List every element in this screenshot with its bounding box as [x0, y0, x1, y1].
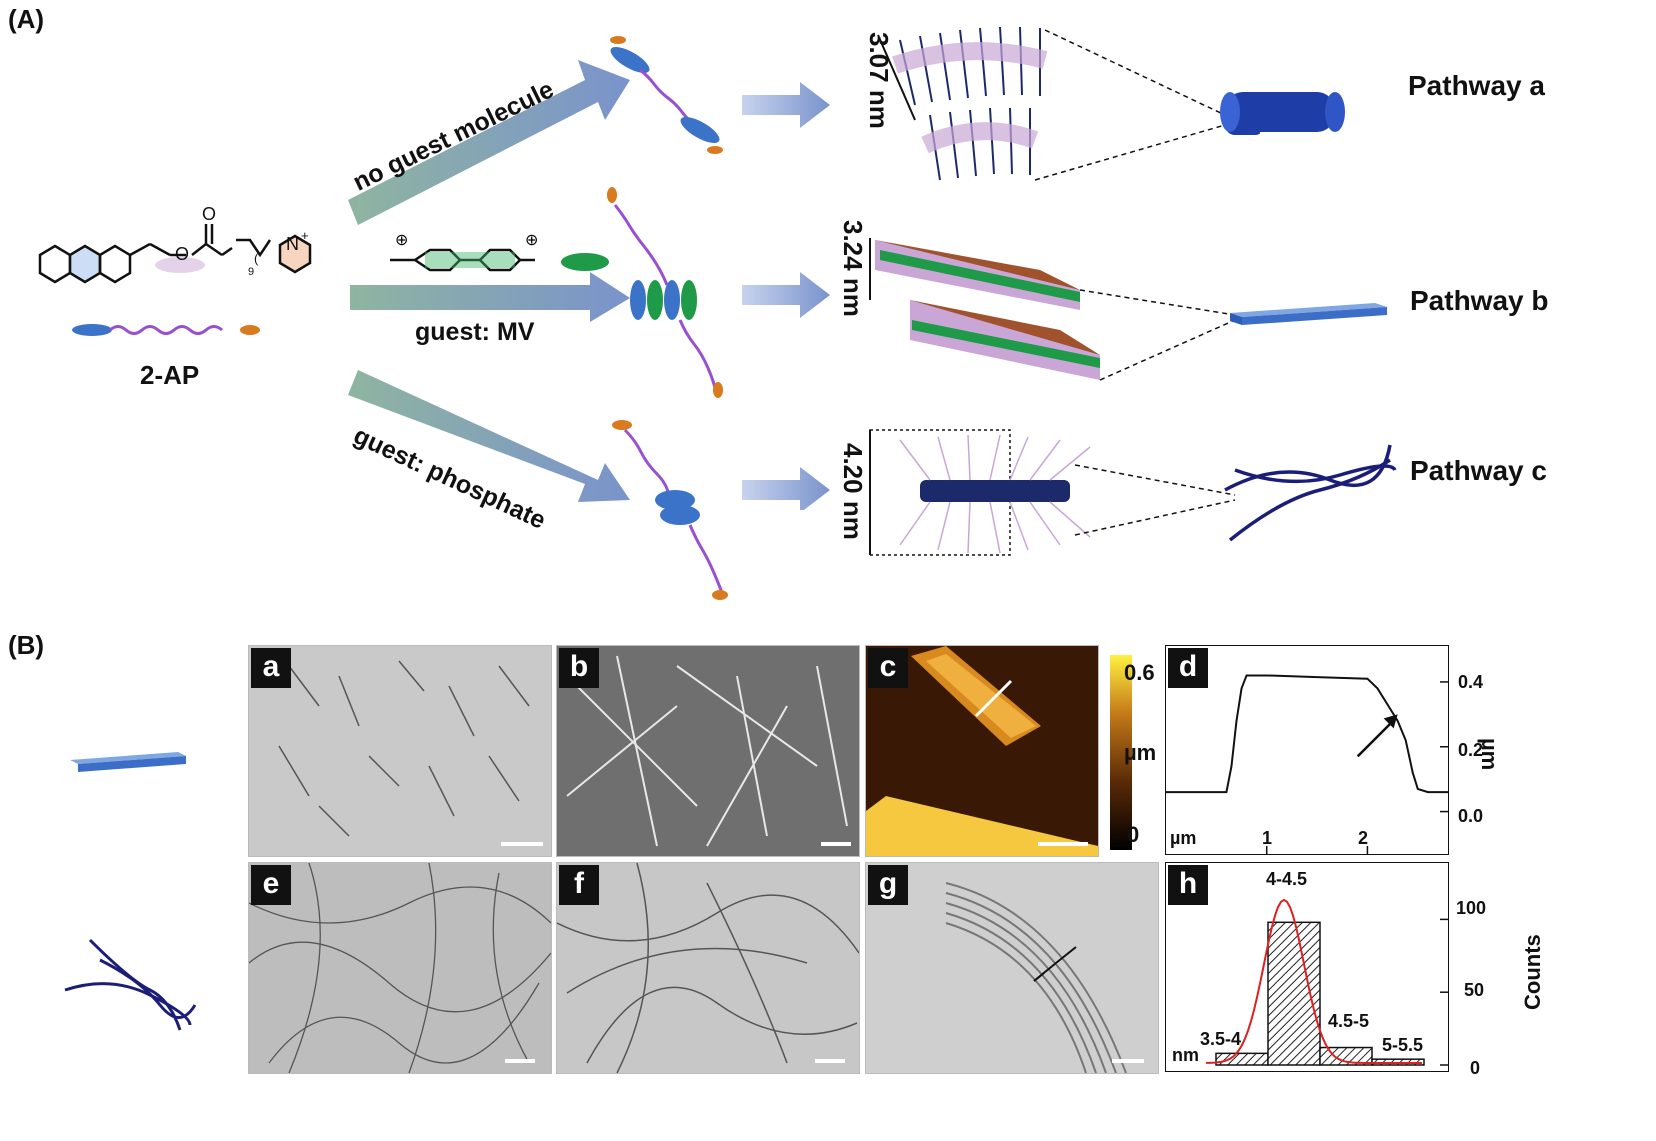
- bilayer-a-illustration: [877, 26, 1260, 181]
- h-cat-5-5-5: 5-5.5: [1382, 1035, 1424, 1055]
- h-cat-4-5-5: 4.5-5: [1328, 1011, 1370, 1031]
- route-label-mv: guest: MV: [415, 318, 535, 346]
- panel-b-image: b: [556, 645, 860, 857]
- section-label-b: (B): [8, 630, 45, 660]
- ribbon-legend-icon: [70, 752, 186, 772]
- scale-bar: [815, 1059, 845, 1063]
- panel-b-label: b: [559, 648, 599, 688]
- d-ylabel: µm: [1477, 738, 1502, 771]
- panel-h-chart: h nm 3.5-4 4-4.5 4.5-5 5-5.5: [1165, 862, 1449, 1072]
- d-xtick-2: 2: [1358, 828, 1369, 848]
- h-ytick-0: 0: [1470, 1058, 1481, 1078]
- h-ylabel: Counts: [1520, 934, 1545, 1010]
- d-ytick-0-4: 0.4: [1458, 672, 1484, 692]
- panel-e-image: e: [248, 862, 552, 1074]
- panel-d-chart: d µm: [1165, 645, 1449, 855]
- svg-text:(: (: [254, 251, 259, 266]
- annotation-arrow-head: [1383, 714, 1398, 729]
- panel-h-label: h: [1168, 865, 1208, 905]
- dimension-b: 3.24 nm: [838, 220, 868, 317]
- h-xlabel: nm: [1172, 1045, 1199, 1065]
- gaussian-fit-curve: [1206, 898, 1422, 1064]
- route-arrows: [348, 60, 630, 502]
- pathway-a-label: Pathway a: [1408, 70, 1545, 101]
- dimension-a: 3.07 nm: [864, 32, 894, 129]
- panel-a-label: a: [251, 648, 291, 688]
- diameter-histogram: [1206, 898, 1448, 1066]
- svg-text:⊕: ⊕: [395, 232, 408, 249]
- panel-g-label: g: [868, 865, 908, 905]
- panel-g-image: g: [865, 862, 1159, 1074]
- dimension-c: 4.20 nm: [838, 443, 868, 540]
- h-cat-3-5-4: 3.5-4: [1200, 1029, 1242, 1049]
- fiber-c-illustration: [869, 429, 1236, 556]
- svg-text:O: O: [202, 204, 216, 224]
- panel-a-image: a: [248, 645, 552, 857]
- scale-bar: [821, 842, 851, 846]
- h-cat-4-4-5: 4-4.5: [1266, 869, 1308, 889]
- pathway-b-label: Pathway b: [1410, 285, 1549, 316]
- d-xtick-1: 1: [1262, 828, 1273, 848]
- histogram-bar: [1215, 1052, 1269, 1066]
- svg-text:+: +: [301, 228, 309, 243]
- h-ytick-100: 100: [1456, 898, 1487, 918]
- section-label-a: (A): [8, 4, 45, 34]
- colorbar-min: 0: [1127, 822, 1140, 847]
- step-arrows: [742, 82, 830, 510]
- d-ytick-0-2: 0.2: [1458, 740, 1484, 760]
- mv-guest-structure: ⊕ ⊕: [390, 232, 609, 272]
- panel-c-image: c: [865, 645, 1099, 857]
- h-ytick-50: 50: [1464, 980, 1485, 1000]
- colorbar-unit: µm: [1124, 740, 1157, 765]
- pathway-c-label: Pathway c: [1410, 455, 1547, 486]
- molecule-name: 2-AP: [140, 360, 200, 390]
- scale-bar: [505, 1059, 535, 1063]
- scale-bar: [1038, 842, 1088, 846]
- histogram-bar: [1319, 1046, 1373, 1066]
- panel-e-label: e: [251, 865, 291, 905]
- molecule-structure-2ap: O O ( N +: [38, 204, 312, 284]
- annotation-arrow-shaft: [1356, 719, 1395, 758]
- panel-f-image: f: [556, 862, 860, 1074]
- scale-bar: [501, 842, 543, 846]
- afm-colorbar: [1110, 655, 1132, 850]
- fibers-icon: [1224, 444, 1397, 542]
- nanotube-icon: [1220, 92, 1345, 132]
- nanoribbon-icon: [1230, 303, 1387, 325]
- panel-c-label: c: [868, 648, 908, 688]
- molecule-cartoon: [72, 324, 260, 336]
- colorbar-max: 0.6: [1124, 660, 1155, 685]
- profile-line: [1166, 674, 1448, 794]
- svg-text:⊕: ⊕: [525, 232, 538, 249]
- svg-text:N: N: [286, 234, 299, 254]
- chain-subscript: 9: [248, 266, 255, 278]
- height-profile-chart: [1166, 674, 1448, 854]
- scale-bar: [1112, 1059, 1144, 1063]
- assembly-cartoons: [607, 36, 728, 600]
- panel-d-label: d: [1168, 648, 1208, 688]
- d-ytick-0-0: 0.0: [1458, 806, 1484, 826]
- histogram-bar: [1267, 921, 1321, 1066]
- d-xlabel: µm: [1170, 828, 1197, 848]
- fiber-legend-icon: [64, 938, 197, 1031]
- lamellar-b-illustration: [869, 238, 1236, 381]
- panel-f-label: f: [559, 865, 599, 905]
- svg-text:O: O: [175, 244, 189, 264]
